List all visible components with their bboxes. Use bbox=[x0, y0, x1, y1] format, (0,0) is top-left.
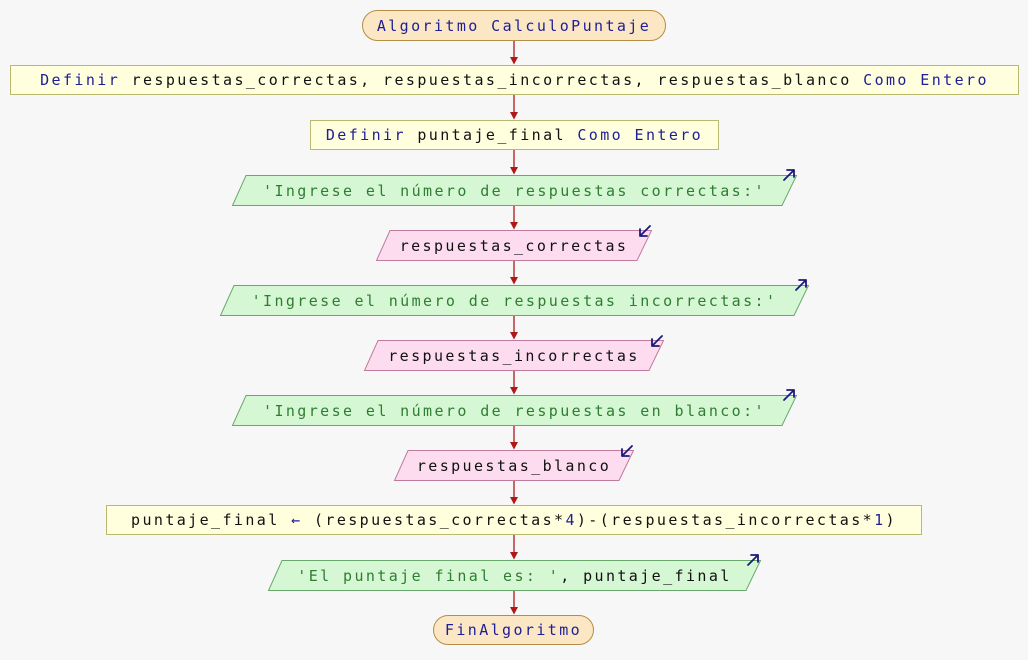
connector-arrowhead bbox=[510, 497, 518, 505]
assign-arrow: ← bbox=[291, 511, 303, 529]
end-label: FinAlgoritmo bbox=[444, 621, 583, 639]
prompt-text: 'Ingrese el número de respuestas en blan… bbox=[263, 401, 766, 420]
define-respuestas-process: Definir respuestas_correctas, respuestas… bbox=[10, 65, 1019, 95]
define-type: Como Entero bbox=[577, 126, 704, 144]
arrow-in-icon bbox=[651, 335, 663, 347]
connector-arrowhead bbox=[510, 332, 518, 340]
read-incorrectas-input: respuestas_incorrectas bbox=[363, 335, 665, 371]
start-keyword: Algoritmo bbox=[376, 16, 480, 35]
arrow-out-icon bbox=[783, 169, 795, 181]
connector-arrowhead bbox=[510, 167, 518, 175]
prompt-text: 'Ingrese el número de respuestas incorre… bbox=[251, 291, 778, 310]
connector-arrowhead bbox=[510, 112, 518, 120]
prompt-blanco-output: 'Ingrese el número de respuestas en blan… bbox=[231, 389, 798, 426]
connector-arrowhead bbox=[510, 607, 518, 615]
assign-part-2: )-(respuestas_incorrectas* bbox=[576, 511, 875, 529]
prompt-text: 'Ingrese el número de respuestas correct… bbox=[263, 181, 766, 200]
read-variable: respuestas_incorrectas bbox=[388, 346, 640, 365]
read-blanco-input: respuestas_blanco bbox=[393, 445, 635, 481]
arrow-out-icon bbox=[747, 554, 759, 566]
connector-arrowhead bbox=[510, 57, 518, 65]
define-type: Como Entero bbox=[863, 71, 989, 89]
read-correctas-input: respuestas_correctas bbox=[375, 225, 653, 261]
define-vars: puntaje_final bbox=[417, 126, 566, 144]
arrow-in-icon bbox=[621, 445, 633, 457]
assign-part-1: (respuestas_correctas* bbox=[313, 511, 566, 529]
assign-target: puntaje_final bbox=[131, 511, 280, 529]
define-puntaje-process: Definir puntaje_final Como Entero bbox=[310, 120, 719, 150]
assign-puntaje-process: puntaje_final ← (respuestas_correctas*4)… bbox=[106, 505, 922, 535]
assign-number-2: 1 bbox=[874, 511, 886, 529]
arrow-out-icon bbox=[783, 389, 795, 401]
define-keyword: Definir bbox=[40, 71, 121, 89]
prompt-incorrectas-output: 'Ingrese el número de respuestas incorre… bbox=[219, 279, 810, 316]
start-name: CalculoPuntaje bbox=[491, 16, 652, 35]
connector-arrowhead bbox=[510, 552, 518, 560]
define-keyword: Definir bbox=[325, 126, 406, 144]
assign-number-1: 4 bbox=[565, 511, 577, 529]
output-string: 'El puntaje final es: ' bbox=[297, 566, 561, 585]
connector-arrowhead bbox=[510, 442, 518, 450]
end-terminal: FinAlgoritmo bbox=[433, 615, 594, 645]
output-variable: , puntaje_final bbox=[560, 566, 732, 585]
connector-arrowhead bbox=[510, 222, 518, 230]
read-variable: respuestas_blanco bbox=[416, 456, 612, 475]
final-output: 'El puntaje final es: ', puntaje_final bbox=[267, 554, 762, 591]
arrow-in-icon bbox=[639, 225, 651, 237]
start-terminal: Algoritmo CalculoPuntaje bbox=[362, 10, 666, 41]
assign-part-3: ) bbox=[885, 511, 897, 529]
prompt-correctas-output: 'Ingrese el número de respuestas correct… bbox=[231, 169, 798, 206]
read-variable: respuestas_correctas bbox=[399, 236, 629, 255]
arrow-out-icon bbox=[795, 279, 807, 291]
define-vars: respuestas_correctas, respuestas_incorre… bbox=[131, 71, 852, 89]
connector-arrowhead bbox=[510, 277, 518, 285]
connector-arrowhead bbox=[510, 387, 518, 395]
